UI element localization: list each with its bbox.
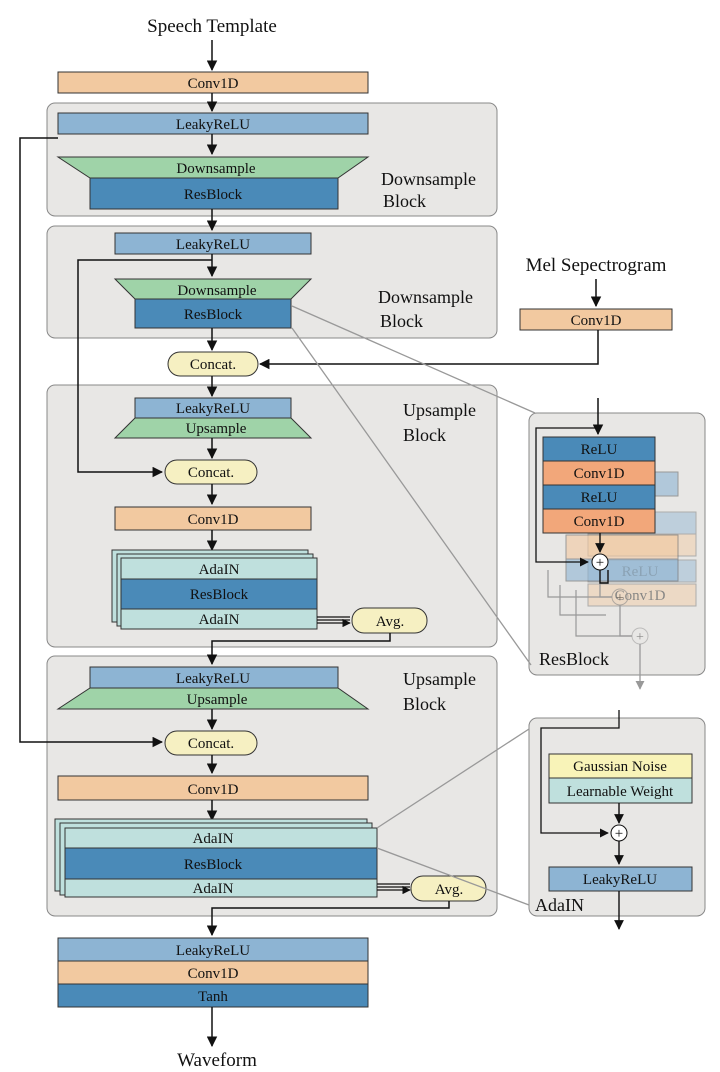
output-label: Waveform xyxy=(177,1050,257,1071)
mel-input-label: Mel Sepectrogram xyxy=(526,255,667,276)
downsample-block-1-label-line2: Block xyxy=(383,191,426,211)
upsample-block-2-label-line2: Block xyxy=(403,694,446,714)
relu-1-label: ReLU xyxy=(581,442,618,458)
tanh-out-label: Tanh xyxy=(198,989,228,1005)
upsample-block-2-label-line1: Upsample xyxy=(403,669,476,689)
conv1d-res-2 xyxy=(542,508,656,534)
resblock-ds2 xyxy=(134,298,292,329)
resblock-us1 xyxy=(120,578,318,610)
conv1d-us1-label: Conv1D xyxy=(188,512,239,528)
adain-us2-top-label: AdaIN xyxy=(193,831,234,847)
tanh-out xyxy=(57,983,369,1008)
ghost-plus-1: + xyxy=(616,591,624,606)
downsample-block-2-label-line1: Downsample xyxy=(378,287,473,307)
downsample-ds1-label: Downsample xyxy=(176,161,255,177)
leakyrelu-ds2 xyxy=(114,232,312,255)
resblock-us1-label: ResBlock xyxy=(190,587,249,603)
conv1d-mel-label: Conv1D xyxy=(571,313,622,329)
upsample-us2 xyxy=(56,687,370,710)
relu-2 xyxy=(542,484,656,510)
leakyrelu-adain xyxy=(548,866,693,892)
concat-2 xyxy=(164,459,258,485)
downsample-block-2-label-line2: Block xyxy=(380,311,423,331)
learnable-weight xyxy=(548,777,693,804)
concat-2-label: Concat. xyxy=(188,465,234,481)
downsample-block-1-label-line1: Downsample xyxy=(381,169,476,189)
leakyrelu-us1-label: LeakyReLU xyxy=(176,401,250,417)
leakyrelu-out-label: LeakyReLU xyxy=(176,943,250,959)
concat-1 xyxy=(167,351,259,377)
leakyrelu-ds1 xyxy=(57,112,369,135)
upsample-us2-label: Upsample xyxy=(187,692,248,708)
gaussian-noise-label: Gaussian Noise xyxy=(573,759,667,775)
resblock-ds2-label: ResBlock xyxy=(184,307,243,323)
conv1d-res-2-label: Conv1D xyxy=(574,514,625,530)
conv1d-us2-label: Conv1D xyxy=(188,782,239,798)
resblock-us2-label: ResBlock xyxy=(184,857,243,873)
adain-us2-bottom xyxy=(64,878,378,898)
downsample-ds2-label: Downsample xyxy=(177,283,256,299)
sum-icon-adain-plus: + xyxy=(615,826,623,842)
relu-2-label: ReLU xyxy=(581,490,618,506)
adain-us1-top-label: AdaIN xyxy=(199,562,240,578)
upsample-block-1-label-line2: Block xyxy=(403,425,446,445)
leakyrelu-ds1-label: LeakyReLU xyxy=(176,117,250,133)
upsample-us1 xyxy=(113,417,313,439)
resblock-detail-label: ResBlock xyxy=(539,649,609,669)
adain-us2-bottom-label: AdaIN xyxy=(193,881,234,897)
avg-2-label: Avg. xyxy=(435,882,463,898)
resblock-ds1-label: ResBlock xyxy=(184,187,243,203)
adain-detail-label: AdaIN xyxy=(535,895,584,915)
gaussian-noise xyxy=(548,753,693,779)
conv1d-res-1-label: Conv1D xyxy=(574,466,625,482)
upsample-us1-label: Upsample xyxy=(186,421,247,437)
resblock-ds1 xyxy=(89,177,339,210)
leakyrelu-ds2-label: LeakyReLU xyxy=(176,237,250,253)
adain-us1-bottom-label: AdaIN xyxy=(199,612,240,628)
leakyrelu-us2-label: LeakyReLU xyxy=(176,671,250,687)
input-label: Speech Template xyxy=(147,16,277,37)
resblock-us2 xyxy=(64,847,378,880)
conv1d-mel xyxy=(519,308,673,331)
conv1d-input-label: Conv1D xyxy=(188,76,239,92)
sum-icon-res-plus: + xyxy=(596,555,604,571)
conv1d-input xyxy=(57,71,369,94)
concat-3-label: Concat. xyxy=(188,736,234,752)
leakyrelu-adain-label: LeakyReLU xyxy=(583,872,657,888)
ghost-plus-2: + xyxy=(636,630,644,645)
concat-1-label: Concat. xyxy=(190,357,236,373)
avg-1-label: Avg. xyxy=(376,614,404,630)
conv1d-us2 xyxy=(57,775,369,801)
concat-3 xyxy=(164,730,258,756)
upsample-block-1-label-line1: Upsample xyxy=(403,400,476,420)
conv1d-us1 xyxy=(114,506,312,531)
adain-us1-bottom xyxy=(120,608,318,630)
learnable-weight-label: Learnable Weight xyxy=(567,784,674,800)
conv1d-out-label: Conv1D xyxy=(188,966,239,982)
